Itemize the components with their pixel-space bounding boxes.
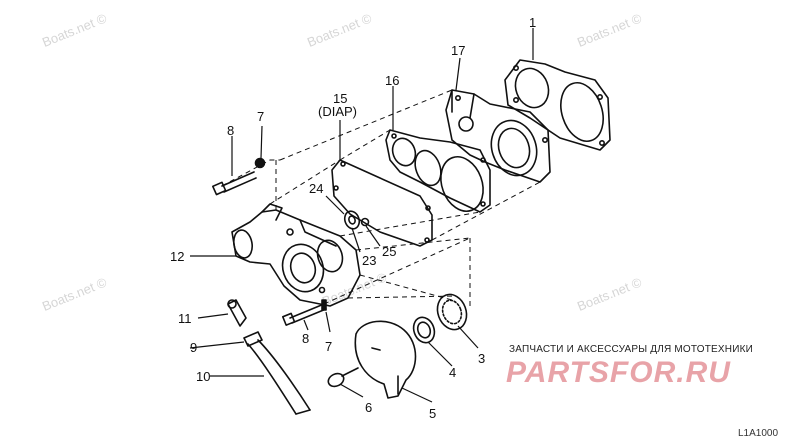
callout-12: 12 (170, 249, 185, 264)
drawing-code: L1A1000 (738, 428, 779, 439)
bolt-part-8-lower (281, 303, 327, 326)
callout-23: 23 (362, 253, 377, 268)
callout-8-upper: 8 (227, 123, 235, 138)
pump-body-part-12 (231, 203, 361, 307)
callout-25: 25 (382, 244, 397, 259)
washer-part-7-lower (321, 299, 327, 311)
callout-15-note: (DIAP) (318, 104, 357, 119)
callout-5: 5 (429, 406, 437, 421)
fitting-part-11 (227, 299, 247, 327)
callout-15: 15 (333, 91, 348, 106)
cover-part-5 (354, 320, 417, 399)
callout-16: 16 (385, 73, 400, 88)
callout-8-lower: 8 (302, 331, 310, 346)
callout-17: 17 (451, 43, 466, 58)
clip-part-9 (243, 331, 263, 347)
washer-part-7-upper (254, 157, 266, 169)
callout-9: 9 (190, 340, 198, 355)
seal-part-24 (343, 210, 361, 230)
shop-tagline: ЗАПЧАСТИ И АКСЕССУАРЫ ДЛЯ МОТОТЕХНИКИ (509, 344, 754, 355)
callout-24: 24 (309, 181, 324, 196)
plate-part-17 (445, 89, 551, 183)
callout-10: 10 (196, 369, 211, 384)
o-ring-part-4 (412, 316, 436, 344)
gasket-part-1 (504, 59, 611, 151)
callout-11: 11 (178, 311, 192, 326)
screw-part-25 (360, 217, 370, 227)
callout-6: 6 (365, 400, 373, 415)
gasket-part-16 (385, 129, 491, 213)
bolt-part-8-upper (212, 171, 257, 196)
callout-7-upper: 7 (257, 109, 265, 124)
screen-part-3 (436, 293, 468, 331)
hose-part-10 (247, 339, 311, 415)
callout-4: 4 (449, 365, 457, 380)
screw-part-6 (327, 367, 359, 388)
alignment-lines (221, 89, 541, 308)
callout-7-lower: 7 (325, 339, 333, 354)
shop-logo: PARTSFOR.RU (506, 356, 731, 389)
callout-1: 1 (529, 15, 537, 30)
callout-3: 3 (478, 351, 486, 366)
leader-lines (189, 28, 534, 403)
diaphragm-part-15 (331, 159, 433, 247)
